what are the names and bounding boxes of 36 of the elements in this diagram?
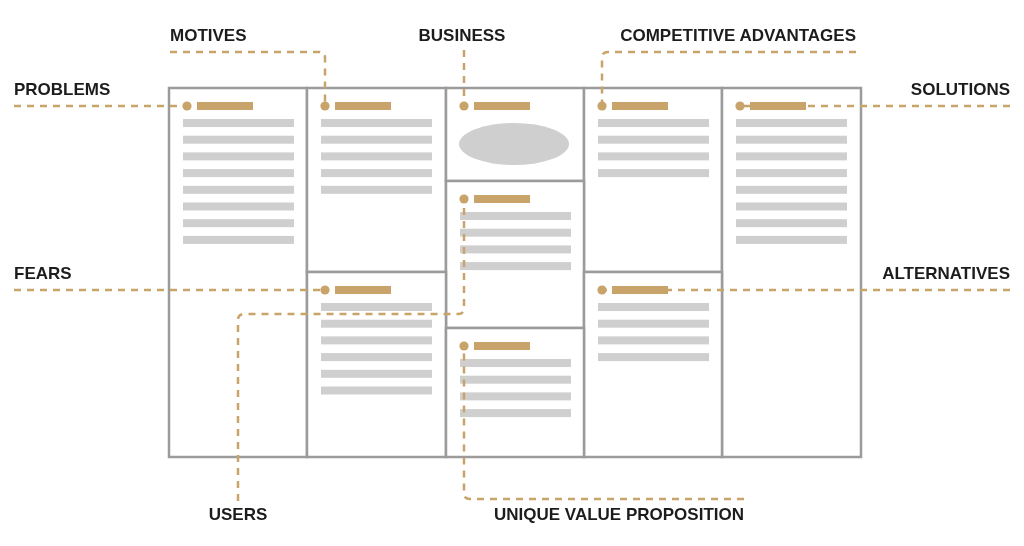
leader-line [236,194,469,501]
canvas-cell [305,270,448,459]
leader-line [14,101,192,111]
section-label: PROBLEMS [14,80,111,100]
section-label: BUSINESS [418,26,506,46]
heading-bar [750,102,806,110]
section-label: FEARS [14,264,72,284]
heading-bar [612,102,668,110]
section-label: UNIQUE VALUE PROPOSITION [494,505,744,525]
section-label: USERS [208,505,268,525]
leader-line [597,285,1010,295]
heading-bar [197,102,253,110]
canvas-cell [167,86,309,459]
canvas-cell [305,86,448,274]
leader-line [735,101,1010,111]
canvas-cell [444,179,586,330]
canvas-cell [720,86,863,459]
section-label: COMPETITIVE ADVANTAGES [620,26,856,46]
canvas-cell [444,326,586,459]
section-label: SOLUTIONS [910,80,1010,100]
section-label: ALTERNATIVES [882,264,1010,284]
leader-line [14,285,330,295]
canvas-cell [444,86,586,183]
leader-line [459,341,744,501]
heading-bar [335,286,391,294]
canvas-cell [582,270,724,459]
heading-bar [335,102,391,110]
leader-line [170,50,330,111]
heading-bar [474,342,530,350]
heading-bar [474,195,530,203]
leader-line [597,50,856,111]
heading-bar [474,102,530,110]
heading-bar [612,286,668,294]
section-label: MOTIVES [170,26,247,46]
leader-line [459,50,469,111]
canvas-cell [582,86,724,274]
